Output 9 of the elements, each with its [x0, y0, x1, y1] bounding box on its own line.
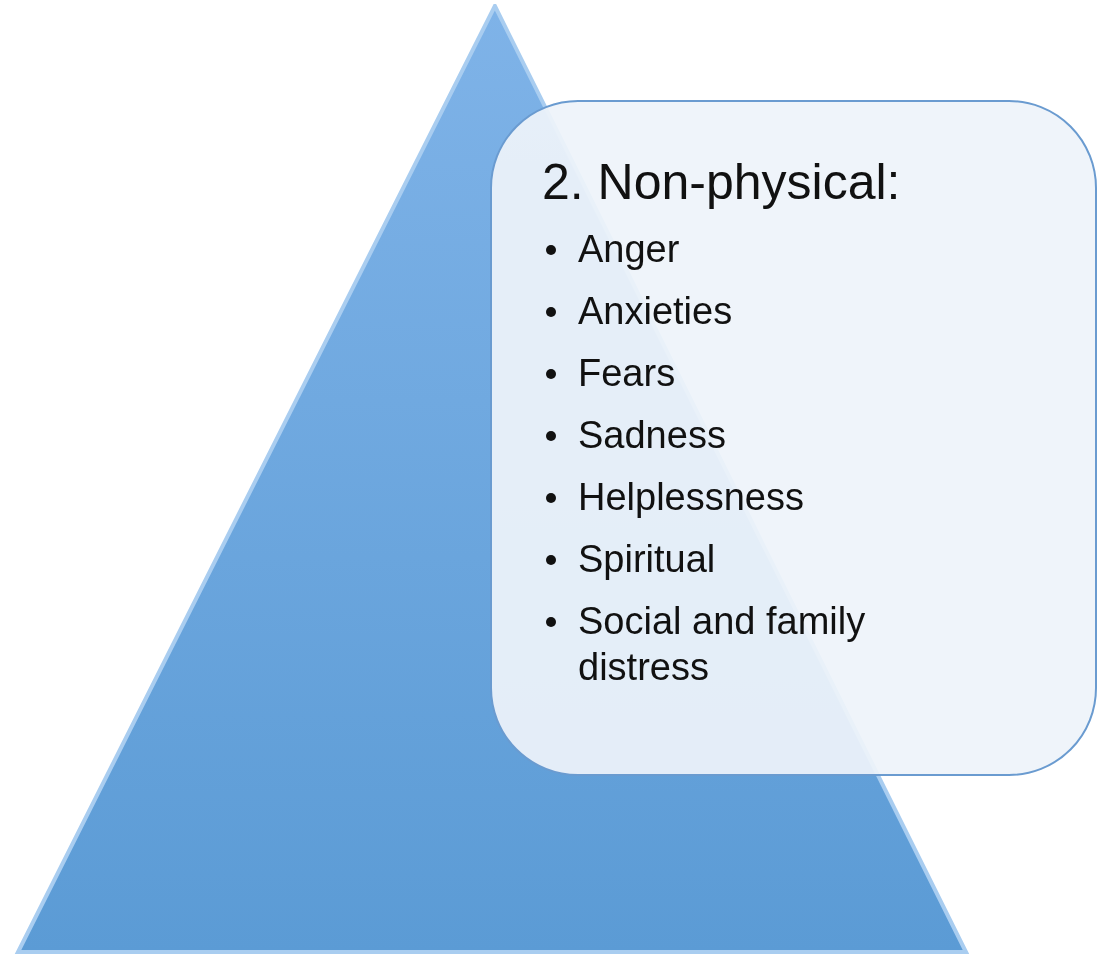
rounded-text-box: [490, 100, 1097, 776]
bullet-item: Anger: [542, 226, 680, 272]
box-heading: 2. Non-physical:: [542, 153, 901, 212]
bullet-item: Helplessness: [542, 474, 804, 520]
bullet-item: Spiritual: [542, 536, 716, 582]
bullet-item: Fears: [542, 350, 676, 396]
bullet-item: Social and family distress: [542, 598, 938, 690]
bullet-item: Sadness: [542, 412, 726, 458]
bullet-item: Anxieties: [542, 288, 733, 334]
